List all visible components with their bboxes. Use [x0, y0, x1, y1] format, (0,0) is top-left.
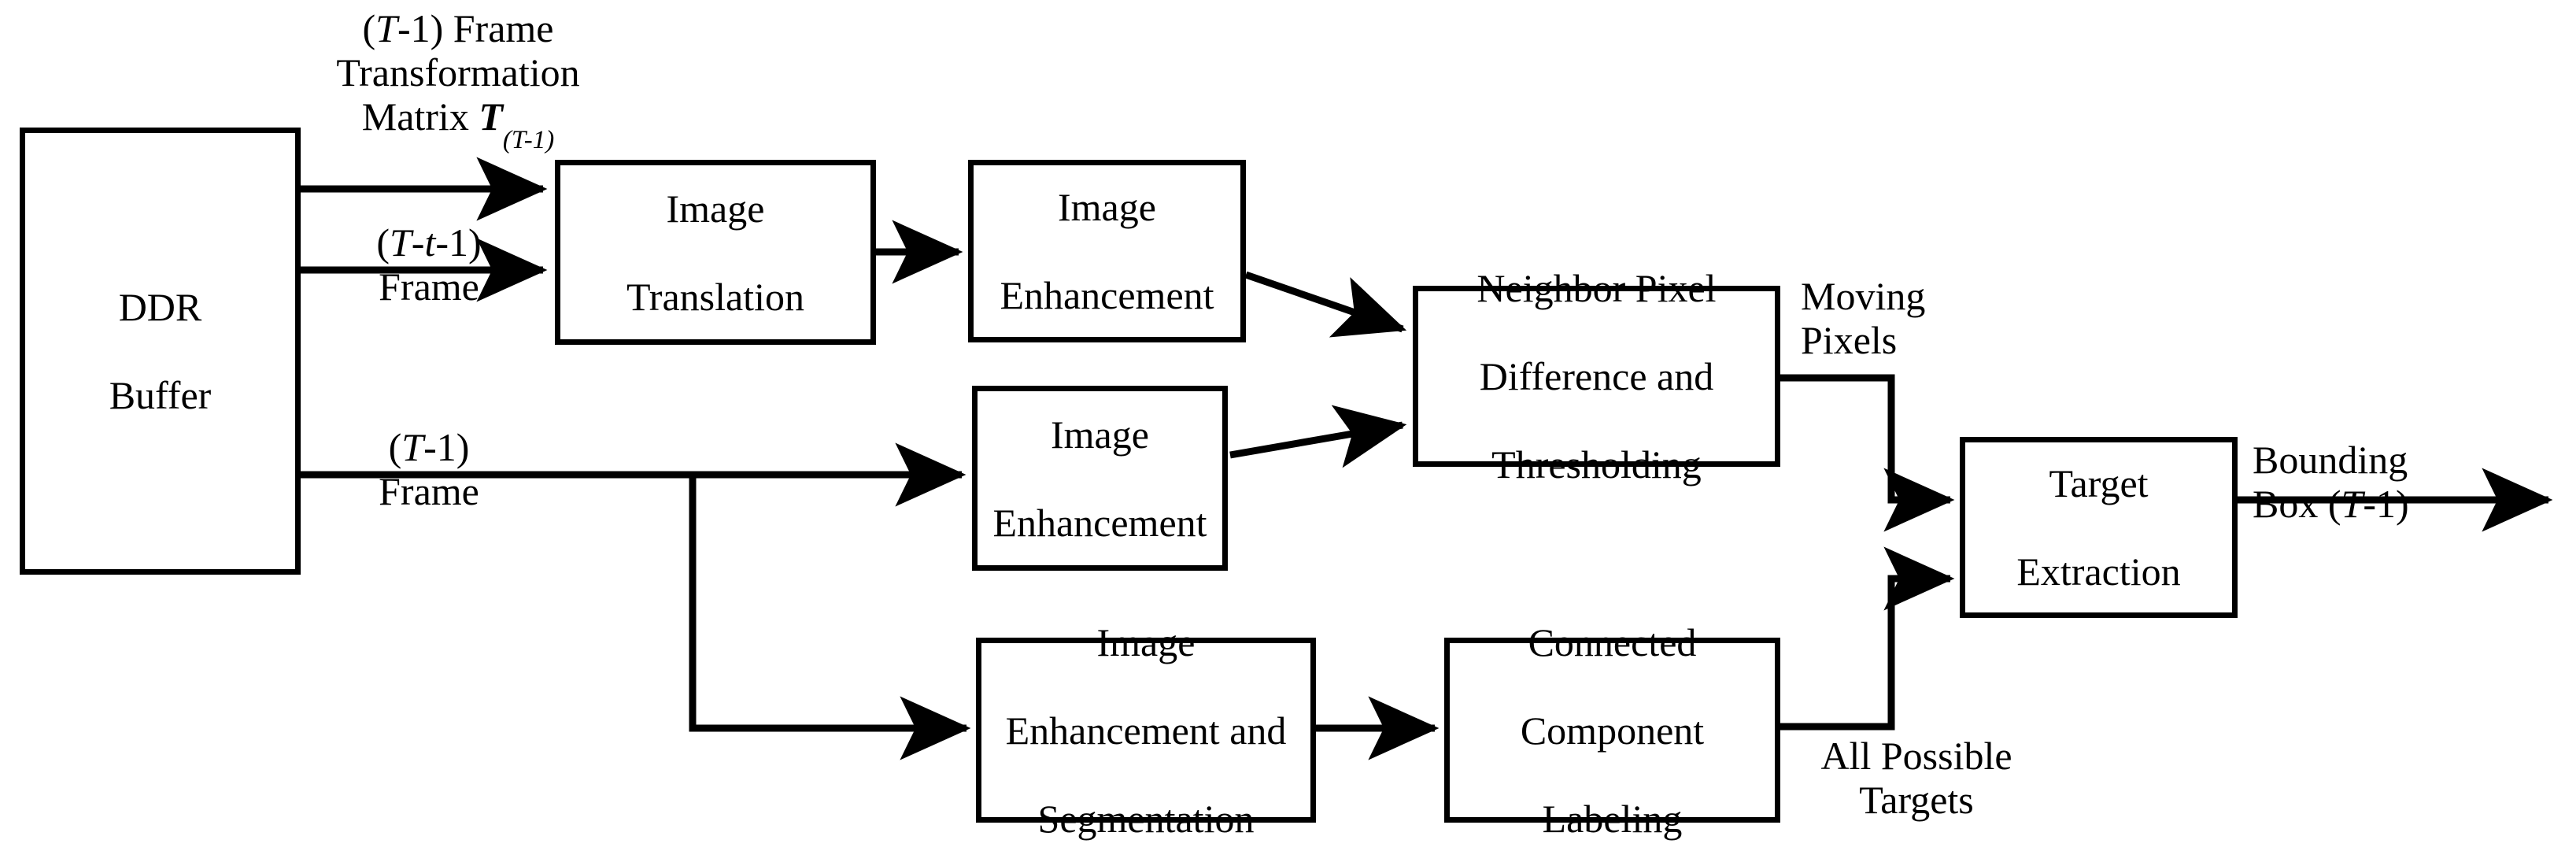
edge-label-bounding-box-line2: Box (T-1) [2253, 482, 2409, 526]
edge-label-frame-t-t-1-line2: Frame [379, 265, 479, 309]
edge-enhancement-mid-to-neighbor [1229, 405, 1407, 468]
edge-label-moving-pixels: Moving Pixels [1801, 274, 1925, 362]
edge-label-frame-t-1-line1: (T-1) [388, 425, 470, 469]
edge-label-frame-t-t-1-line1: (T-t-1) [376, 220, 482, 265]
edge-label-frame-t-t-1: (T-t-1) Frame [331, 220, 527, 309]
edge-neighbor-to-target-moving-pixels [1780, 374, 1955, 532]
edge-label-moving-pixels-line1: Moving [1801, 274, 1926, 318]
edge-ccl-to-target-all-targets [1780, 546, 1955, 731]
edge-label-transformation-matrix-line2: Transformation [336, 50, 580, 94]
edge-label-all-possible-targets-line2: Targets [1859, 778, 1974, 822]
edge-label-all-possible-targets-line1: All Possible [1820, 734, 2012, 778]
edge-label-transformation-matrix-line3: Matrix T(T-1) [361, 94, 555, 154]
edge-label-moving-pixels-line2: Pixels [1801, 318, 1898, 362]
edge-label-all-possible-targets: All Possible Targets [1791, 734, 2042, 822]
edge-branch-to-segmentation [689, 475, 971, 760]
edge-label-frame-t-1-line2: Frame [379, 469, 479, 513]
edge-label-transformation-matrix-line1: (T-1) Frame [362, 6, 554, 50]
edge-label-frame-t-1: (T-1) Frame [331, 425, 527, 513]
edge-label-bounding-box: Bounding Box (T-1) [2253, 438, 2409, 526]
edge-enhancement-top-to-neighbor [1244, 271, 1407, 338]
edge-label-bounding-box-line1: Bounding [2253, 438, 2408, 482]
edge-label-transformation-matrix: (T-1) Frame Transformation Matrix T(T-1) [309, 6, 608, 154]
